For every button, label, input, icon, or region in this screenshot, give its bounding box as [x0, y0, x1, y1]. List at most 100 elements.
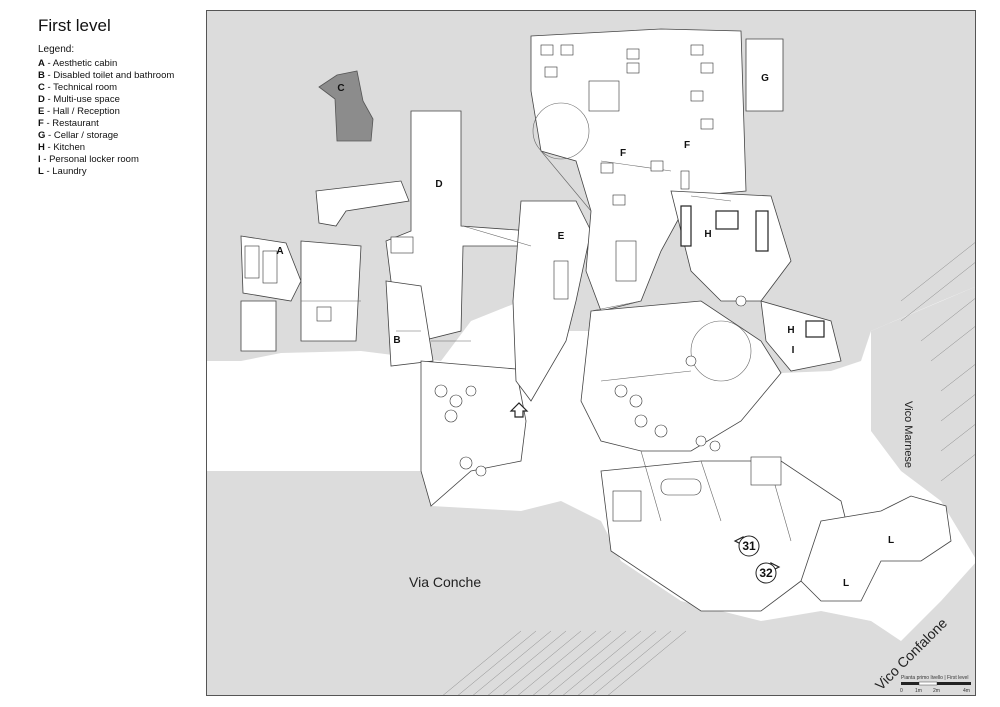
courtyard-block [420, 360, 527, 507]
street-area-vico-marnese [871, 286, 975, 558]
round-table [654, 424, 668, 438]
legend-label: Disabled toilet and bathroom [53, 70, 175, 81]
legend-item: F - Restaurant [38, 118, 208, 130]
room-b-block [385, 280, 434, 367]
table [540, 44, 554, 56]
scale-bar-segment [937, 682, 971, 685]
page-title: First level [38, 16, 111, 35]
legend-label: Multi-use space [53, 94, 120, 105]
room-label-l-2: L [843, 578, 849, 589]
marker-32: 32 [755, 562, 777, 584]
bathtub [660, 478, 702, 496]
legend-item: G - Cellar / storage [38, 130, 208, 142]
marker-32-circle [755, 562, 777, 584]
table [560, 44, 574, 56]
kitchen-counter [715, 210, 739, 230]
wall-line [462, 150, 732, 312]
scale-bar: Pianta primo livello | First level 0 1m … [900, 675, 971, 694]
legend-key: A [38, 58, 45, 69]
legend-key: E [38, 106, 45, 117]
round-table [634, 414, 648, 428]
round-table [465, 385, 477, 397]
street-area-via-conche [207, 471, 975, 695]
legend-item: A - Aesthetic cabin [38, 58, 208, 70]
marker-31-label: 31 [742, 539, 756, 553]
room-h-lower-block [760, 300, 842, 372]
legend-separator: - [44, 106, 53, 117]
legend-separator: - [44, 94, 54, 105]
legend-key: G [38, 130, 46, 141]
street-hatching [443, 242, 975, 695]
legend-separator: - [44, 70, 54, 81]
room-labels: A B C D E F F G H H I L L [276, 73, 894, 589]
round-table [444, 409, 458, 423]
legend-label: Cellar / storage [53, 130, 119, 141]
courtyard-curve [532, 102, 590, 160]
round-table [475, 465, 487, 477]
legend-label: Hall / Reception [52, 106, 120, 117]
legend-label: Restaurant [52, 118, 99, 129]
round-table [459, 456, 473, 470]
round-table [709, 440, 721, 452]
room-c-technical [318, 70, 374, 142]
legend-key: H [38, 142, 45, 153]
wall-line [600, 370, 792, 542]
legend-label: Aesthetic cabin [52, 58, 118, 69]
table [700, 118, 714, 130]
round-table [629, 394, 643, 408]
round-table [735, 295, 747, 307]
marker-31: 31 [738, 535, 760, 557]
scale-bar-segment [918, 681, 938, 686]
laundry-block [800, 495, 952, 602]
legend-key: L [38, 166, 44, 177]
scale-bar-segment [901, 682, 919, 685]
floor-plan: A B C D E F F G H H I L L 31 32 Via Conc… [207, 11, 975, 695]
legend-item: D - Multi-use space [38, 94, 208, 106]
kitchen-counter [755, 210, 769, 252]
bed [750, 456, 782, 486]
table [600, 162, 614, 174]
sofa [244, 245, 260, 279]
street-label-via-conche: Via Conche [409, 574, 481, 590]
room-label-e: E [558, 231, 565, 242]
legend-label: Laundry [52, 166, 87, 177]
room-label-i: I [792, 345, 795, 356]
hall-curve [690, 320, 752, 382]
entrance-arrow-icon [509, 402, 529, 418]
legend-key: F [38, 118, 44, 129]
room-label-a: A [276, 246, 283, 257]
stair [588, 80, 620, 112]
table [690, 90, 704, 102]
room-e-block [512, 200, 592, 402]
room-label-h-2: H [787, 325, 794, 336]
scale-tick-4m: 4m [963, 688, 970, 694]
table [650, 160, 664, 172]
central-hall-block [580, 300, 782, 452]
interior-walls [301, 102, 792, 542]
round-table [449, 394, 463, 408]
table [544, 66, 558, 78]
wall-line [301, 300, 471, 342]
room-g-block [745, 38, 784, 112]
legend-item: H - Kitchen [38, 142, 208, 154]
street-label-vico-marnese: Vico Marnese [902, 401, 914, 468]
room-label-l-1: L [888, 535, 894, 546]
legend-item: C - Technical room [38, 82, 208, 94]
table [612, 194, 626, 206]
floor-plan-frame: A B C D E F F G H H I L L 31 32 Via Conc… [206, 10, 976, 696]
legend-separator: - [44, 142, 54, 153]
legend-separator: - [40, 154, 50, 165]
round-tables [434, 295, 747, 477]
bed [612, 490, 642, 522]
legend-separator: - [43, 166, 53, 177]
marker-31-circle [738, 535, 760, 557]
round-table [614, 384, 628, 398]
table [626, 62, 640, 74]
legend-item: E - Hall / Reception [38, 106, 208, 118]
reception-desk [553, 260, 569, 300]
lower-left-block [240, 300, 277, 352]
room-label-f-1: F [620, 148, 626, 159]
legend-item: L - Laundry [38, 166, 208, 178]
